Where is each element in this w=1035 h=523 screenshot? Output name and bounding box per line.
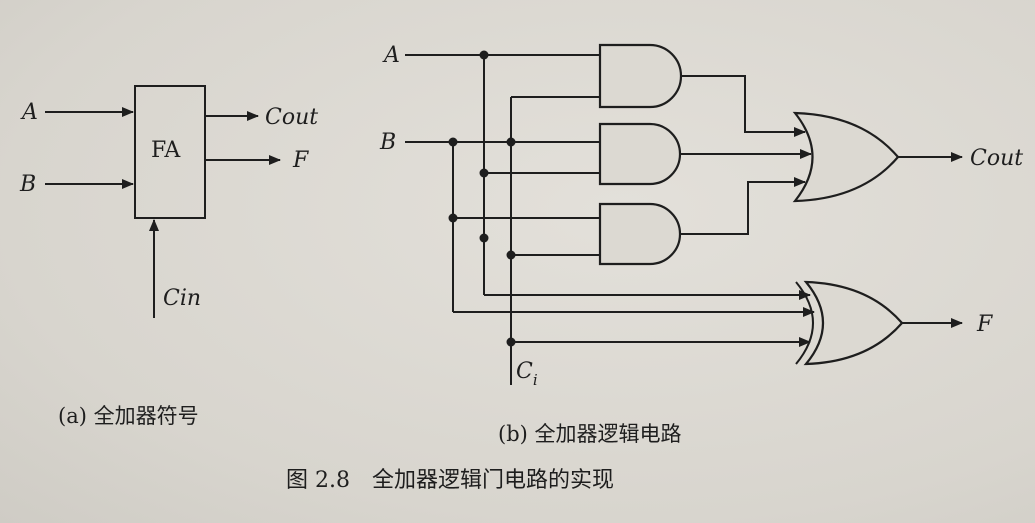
full-adder-logic-circuit: A B Cout F Ci — [379, 43, 1023, 389]
circuit-label-ci-main: C — [516, 359, 533, 384]
or-gate — [792, 111, 900, 203]
caption-figure-b: (b) 全加器逻辑电路 — [498, 422, 682, 446]
circuit-label-f: F — [976, 312, 993, 337]
wire-and1-to-or — [681, 75, 806, 137]
junction-ci-and3 — [506, 250, 516, 260]
junction-a-main — [479, 50, 489, 60]
fa-label-a: A — [20, 100, 38, 125]
circuit-label-ci-subscript: i — [533, 371, 538, 389]
circuit-label-cout: Cout — [970, 146, 1023, 171]
junction-b-main — [448, 137, 458, 147]
junction-b-and3 — [448, 213, 458, 223]
fa-label-cout: Cout — [265, 105, 318, 130]
and-gate-1 — [598, 43, 683, 109]
full-adder-symbol: A B FA Cout F Cin — [19, 85, 318, 318]
xor-gate — [803, 280, 904, 366]
wire-and3-to-or — [680, 177, 806, 235]
circuit-label-ci: Ci — [516, 359, 538, 389]
fa-label-cin: Cin — [163, 286, 201, 311]
junction-a-cross — [479, 233, 489, 243]
figure-caption: 图 2.8 全加器逻辑门电路的实现 — [286, 468, 614, 493]
caption-figure-a: (a) 全加器符号 — [58, 404, 199, 428]
junction-ci-xor — [506, 337, 516, 347]
circuit-label-b: B — [379, 130, 396, 155]
xor-input-curve — [795, 281, 814, 365]
and-gate-3 — [598, 202, 682, 266]
circuit-label-a: A — [382, 43, 400, 68]
fa-label-f: F — [292, 148, 309, 173]
and-gate-2 — [598, 122, 682, 186]
fa-label-b: B — [19, 172, 36, 197]
fa-block-label: FA — [151, 138, 181, 163]
fa-block — [134, 85, 206, 219]
junction-a-and2 — [479, 168, 489, 178]
junction-b-ci-cross — [506, 137, 516, 147]
